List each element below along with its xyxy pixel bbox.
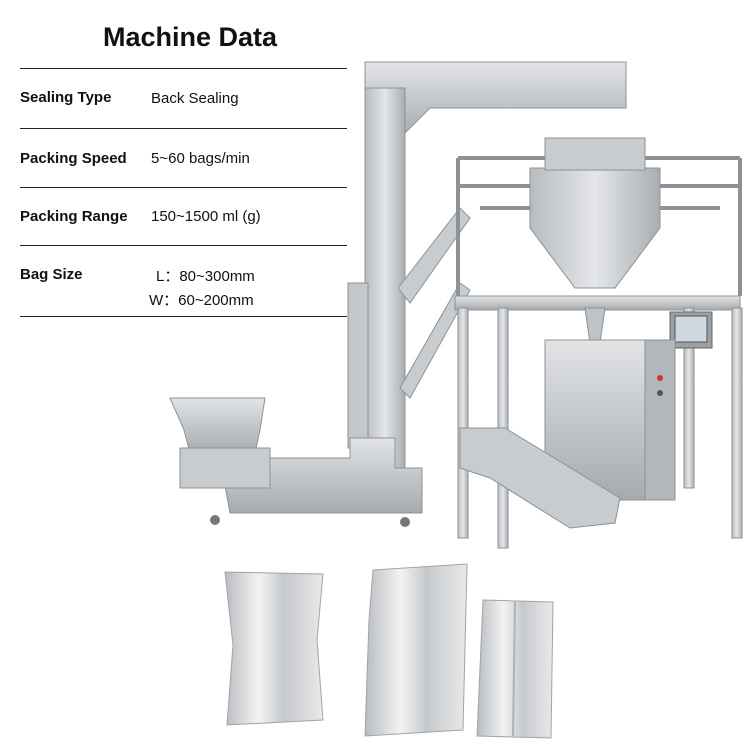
spec-label: Packing Speed xyxy=(20,150,127,167)
spec-row-sealing-type: Sealing Type Back Sealing xyxy=(20,68,347,128)
foil-bags-image xyxy=(224,563,554,739)
spec-row-packing-speed: Packing Speed 5~60 bags/min xyxy=(20,128,347,187)
bag-width-value: W：60~200mm xyxy=(149,292,254,309)
spec-label: Packing Range xyxy=(20,208,128,225)
spec-row-packing-range: Packing Range 150~1500 ml (g) xyxy=(20,187,347,245)
spec-row-bag-size: Bag Size L：80~300mm W：60~200mm xyxy=(20,245,347,317)
spec-label: Bag Size xyxy=(20,266,83,283)
packing-machine-image xyxy=(169,61,743,549)
bag-length-value: L：80~300mm xyxy=(156,268,255,285)
page-title: Machine Data xyxy=(102,22,278,52)
spec-value: Back Sealing xyxy=(151,90,239,107)
spec-value: 5~60 bags/min xyxy=(151,150,250,167)
spec-value: 150~1500 ml (g) xyxy=(151,208,261,225)
spec-label: Sealing Type xyxy=(20,89,112,106)
spec-table: Sealing Type Back Sealing Packing Speed … xyxy=(20,68,347,317)
